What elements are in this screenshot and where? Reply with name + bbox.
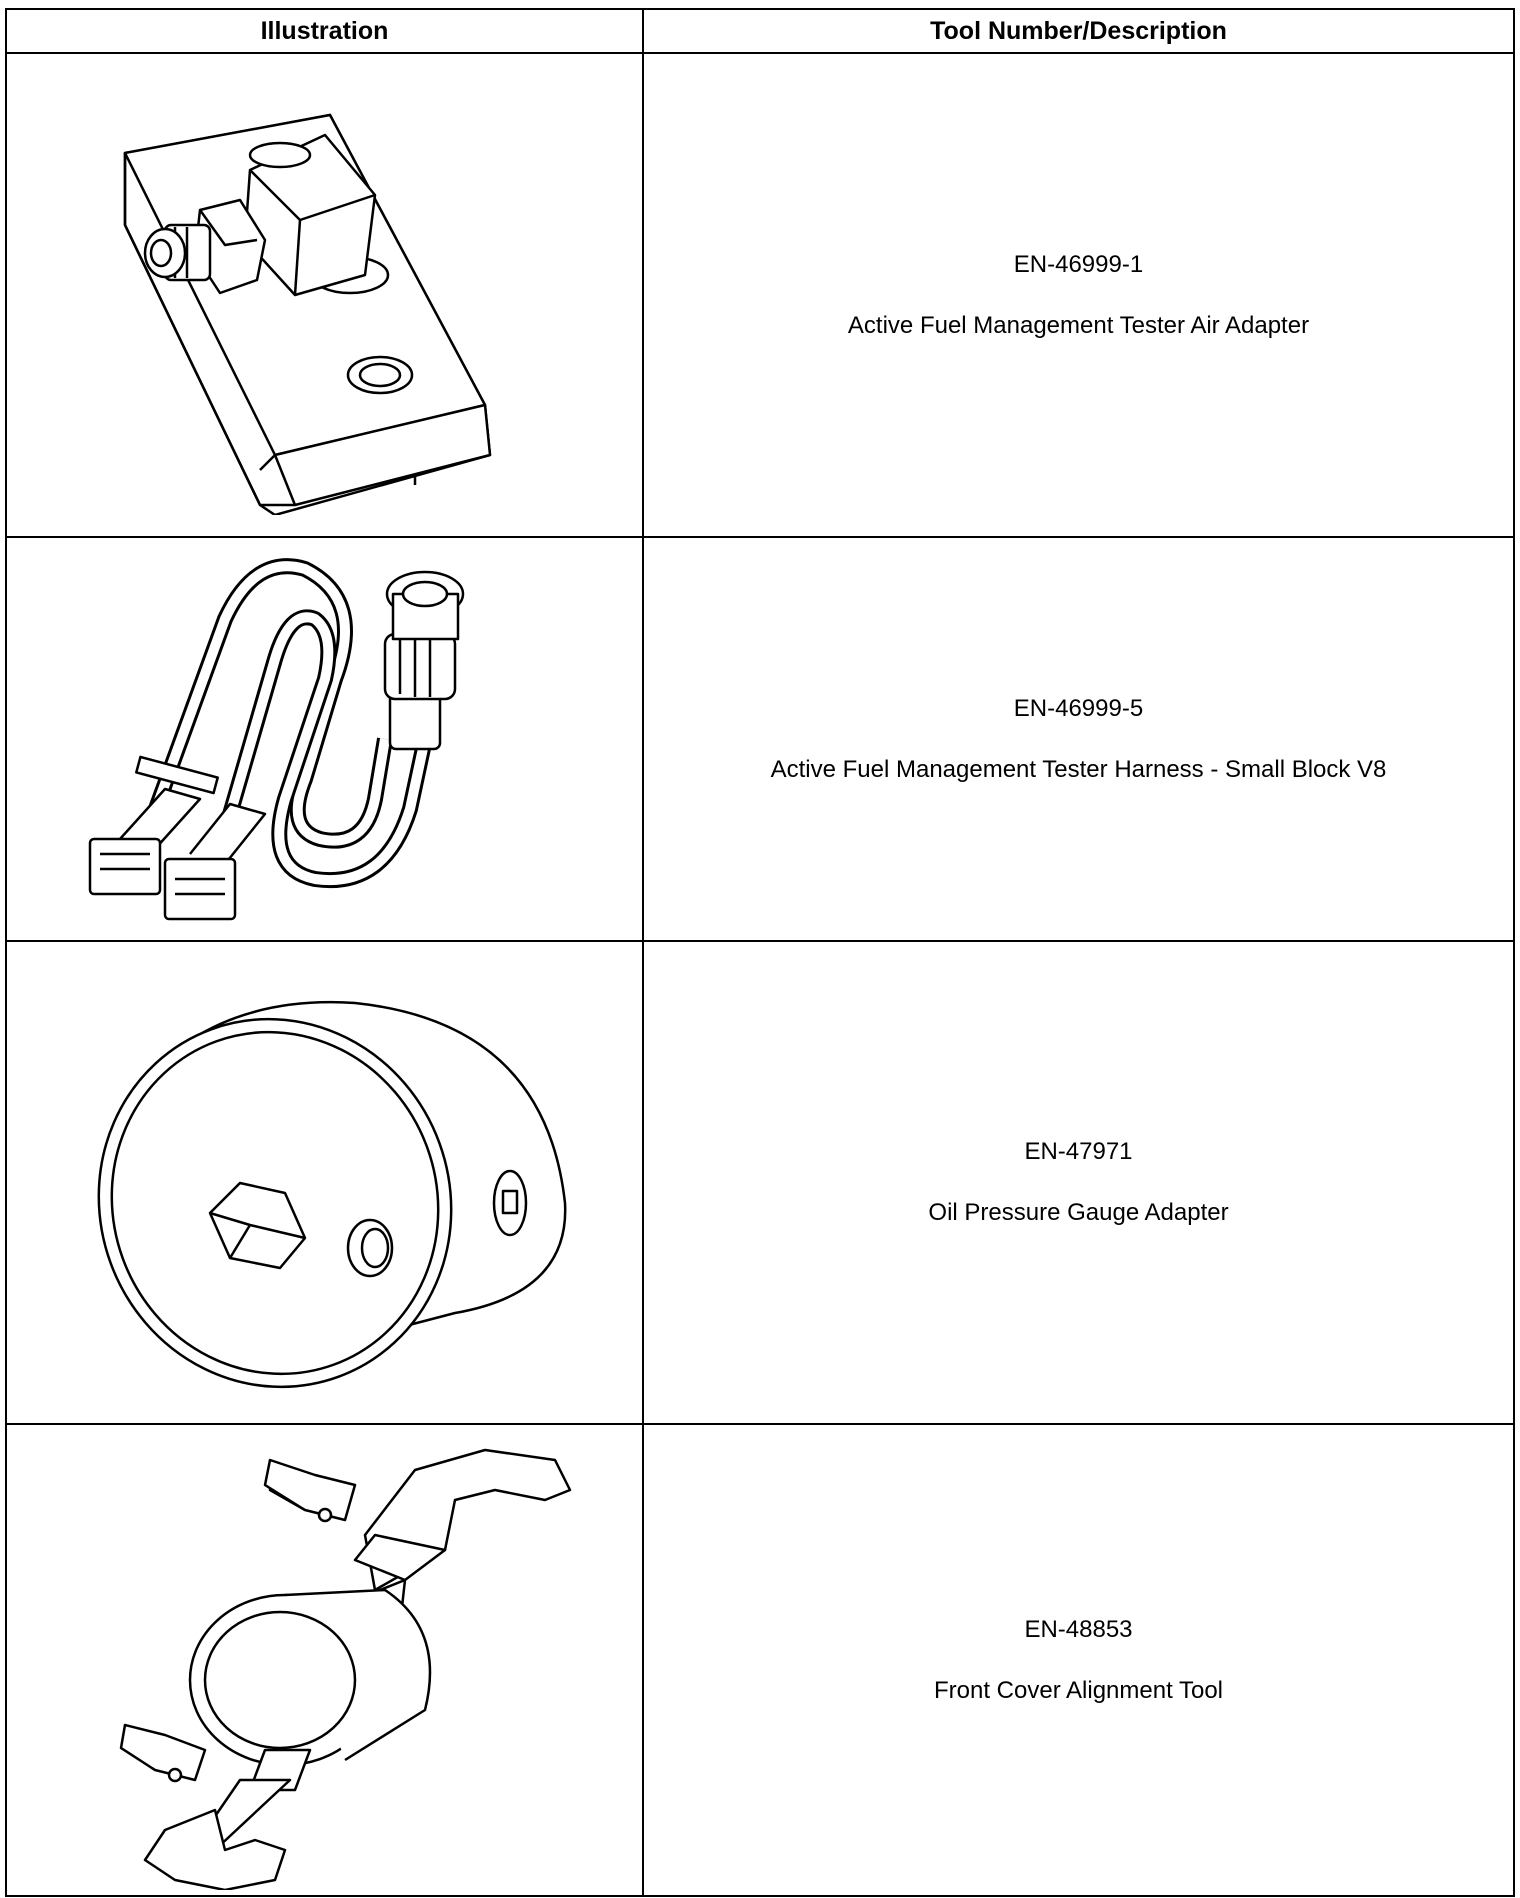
table-row: EN-46999-1 Active Fuel Management Tester… bbox=[5, 52, 1515, 538]
tool-description: Oil Pressure Gauge Adapter bbox=[928, 1199, 1229, 1226]
tool-description-cell: EN-47971 Oil Pressure Gauge Adapter bbox=[642, 940, 1515, 1425]
header-row: Illustration Tool Number/Description bbox=[5, 8, 1515, 54]
oil-pressure-adapter-illustration bbox=[97, 1000, 566, 1388]
tool-description-cell: EN-48853 Front Cover Alignment Tool bbox=[642, 1423, 1515, 1897]
tool-number: EN-48853 bbox=[1024, 1615, 1133, 1643]
illustration-cell bbox=[5, 940, 644, 1425]
special-tools-table: Illustration Tool Number/Description bbox=[5, 8, 1515, 1897]
tool-description: Active Fuel Management Tester Air Adapte… bbox=[847, 311, 1310, 339]
tool-number: EN-46999-5 bbox=[1013, 694, 1144, 722]
table-row: EN-46999-5 Active Fuel Management Tester… bbox=[5, 536, 1515, 942]
tool-description: Front Cover Alignment Tool bbox=[933, 1676, 1224, 1704]
illustration-header: Illustration bbox=[5, 8, 644, 54]
tool-description-cell: EN-46999-5 Active Fuel Management Tester… bbox=[642, 536, 1515, 942]
tool-description-header: Tool Number/Description bbox=[642, 8, 1515, 54]
table-row: EN-47971 Oil Pressure Gauge Adapter bbox=[5, 940, 1515, 1425]
front-cover-alignment-tool-illustration bbox=[119, 1448, 571, 1890]
illustration-cell bbox=[5, 52, 644, 538]
tester-harness-illustration bbox=[88, 558, 464, 921]
tool-number: EN-46999-1 bbox=[1013, 250, 1144, 278]
air-adapter-illustration bbox=[123, 113, 491, 515]
tool-number: EN-47971 bbox=[1024, 1138, 1133, 1165]
table-row: EN-48853 Front Cover Alignment Tool bbox=[5, 1423, 1515, 1897]
illustration-cell bbox=[5, 536, 644, 942]
tool-description-cell: EN-46999-1 Active Fuel Management Tester… bbox=[642, 52, 1515, 538]
illustration-cell bbox=[5, 1423, 644, 1897]
tool-description: Active Fuel Management Tester Harness - … bbox=[770, 755, 1387, 783]
